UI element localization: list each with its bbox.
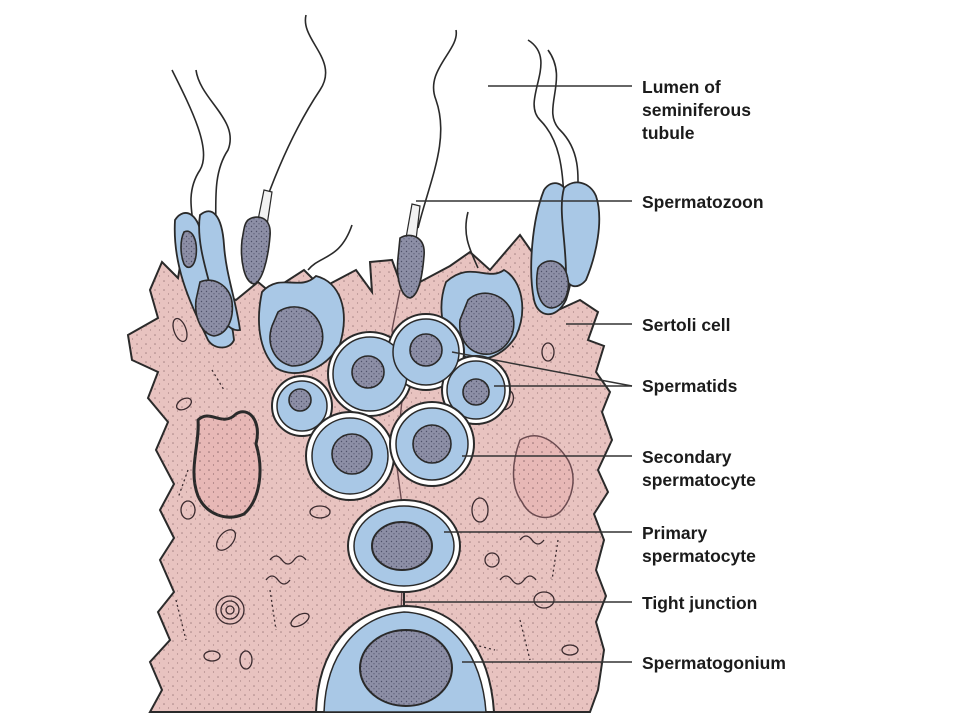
round-spermatids	[271, 313, 511, 437]
label-lumen-of-seminiferous-tubule: Lumen of seminiferous tubule	[642, 77, 751, 143]
secondary-spermatocytes	[305, 401, 475, 501]
leader-lines	[404, 85, 633, 663]
primary-spermatocyte	[347, 499, 461, 593]
label-tight-junction: Tight junction	[642, 593, 758, 613]
spermatids-apical	[173, 181, 601, 374]
label-sertoli-cell: Sertoli cell	[642, 315, 731, 335]
label-spermatogonium: Spermatogonium	[642, 653, 786, 673]
label-spermatids: Spermatids	[642, 376, 738, 396]
label-spermatozoon: Spermatozoon	[642, 192, 764, 212]
label-primary-spermatocyte: Primary spermatocyte	[642, 523, 756, 566]
spermatogonium	[314, 604, 496, 713]
sertoli-nucleus	[192, 410, 262, 519]
label-secondary-spermatocyte: Secondary spermatocyte	[642, 447, 756, 490]
